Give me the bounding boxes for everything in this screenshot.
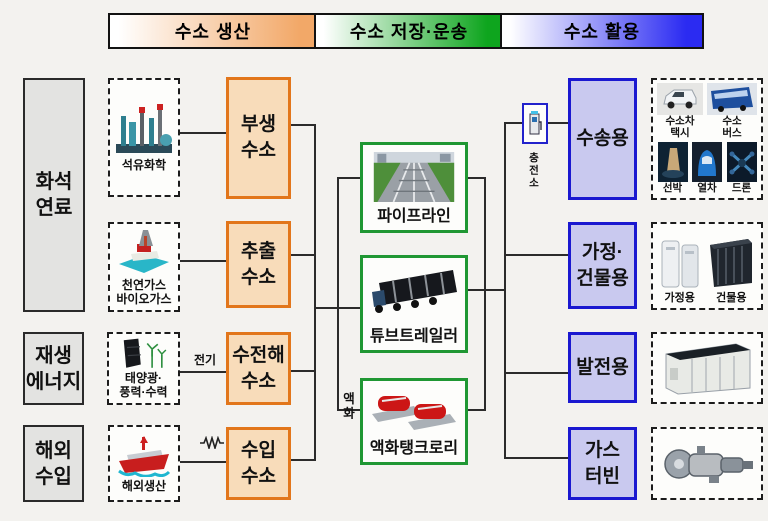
usage-power-generation: 발전용 [568, 332, 637, 403]
source-petrochemical: 석유화학 [108, 78, 180, 197]
vehicle-bus-label: 수소 버스 [722, 115, 742, 139]
utilization-bus-line [504, 122, 506, 459]
line-overseas-import [180, 461, 226, 463]
transport-wave-icon [200, 436, 224, 449]
line-extraction-bus [291, 254, 316, 256]
drone-image [726, 142, 757, 183]
gas-turbine-example-box [651, 427, 763, 500]
line-bus-pipeline [337, 177, 362, 179]
header-storage: 수소 저장·운송 [314, 13, 504, 49]
line-bus-home-building [504, 254, 568, 256]
fuel-dispenser-icon [529, 110, 542, 134]
source-natural-biogas-label: 천연가스 바이오가스 [116, 277, 172, 306]
vehicles-examples-box: 수소차 택시 수소 버스 [651, 78, 763, 200]
transport-tube-trailer-label: 튜브트레일러 [369, 328, 459, 345]
source-overseas-production: 해외생산 [108, 425, 180, 502]
production-imported-hydrogen: 수입 수소 [226, 427, 291, 500]
line-bus-gas-turbine [504, 457, 568, 459]
tank-lorry-image [372, 396, 456, 430]
building-fuel-cell: 건물용 [706, 233, 756, 304]
carrier-ship-image [118, 436, 171, 478]
source-natural-biogas: 천연가스 바이오가스 [108, 222, 180, 312]
building-fuel-cell-label: 건물용 [716, 291, 747, 304]
fuel-cell-examples-box: 가정용 건물용 [651, 222, 763, 310]
tube-trailer-image [372, 270, 457, 313]
home-fuel-cell: 가정용 [658, 233, 702, 304]
source-solar-wind-hydro-label: 태양광· 풍력·수력 [119, 371, 168, 400]
pipeline-image [373, 152, 455, 202]
gas-platform-image [119, 229, 169, 273]
line-tube-trailer-out [466, 289, 506, 291]
solar-wind-image [123, 338, 166, 368]
liquefaction-label: 액화 [340, 392, 355, 421]
hydrogen-bus-image [711, 87, 753, 113]
vehicle-ship: 선박 [657, 142, 688, 195]
vehicle-bus: 수소 버스 [707, 83, 757, 139]
ship-image [657, 142, 688, 183]
vehicle-drone: 드론 [726, 142, 757, 195]
line-pipeline-out [466, 177, 486, 179]
source-solar-wind-hydro: 태양광· 풍력·수력 [107, 332, 180, 405]
vehicle-car-taxi: 수소차 택시 [657, 83, 703, 139]
transport-tube-trailer: 튜브트레일러 [360, 255, 468, 353]
power-generation-example-box [651, 332, 763, 404]
gas-turbine-image [664, 445, 753, 483]
line-renewable-electrolysis [180, 371, 226, 373]
production-bus-line [314, 124, 316, 461]
transport-pipeline: 파이프라인 [360, 142, 468, 233]
line-electrolysis-bus [291, 370, 316, 372]
vehicle-car-taxi-label: 수소차 택시 [665, 115, 695, 139]
category-overseas-import: 해외 수입 [23, 425, 84, 502]
source-overseas-production-label: 해외생산 [121, 479, 167, 494]
charging-station-label: 충전소 [527, 152, 540, 190]
line-imported-bus [291, 459, 316, 461]
source-petrochemical-label: 석유화학 [121, 158, 167, 173]
header-utilization: 수소 활용 [500, 13, 704, 49]
transport-tank-lorry-label: 액화탱크로리 [369, 440, 459, 457]
vehicle-train: 열차 [692, 142, 722, 195]
line-petrochemical-byproduct [180, 132, 226, 134]
usage-transportation: 수송용 [568, 78, 637, 200]
home-fuel-cell-image [661, 240, 699, 288]
category-renewable-energy: 재생 에너지 [23, 332, 84, 405]
power-generation-unit-image [665, 343, 751, 395]
storage-left-bus-line [337, 177, 339, 411]
category-fossil-fuel: 화석 연료 [23, 78, 85, 312]
vehicle-drone-label: 드론 [731, 182, 752, 195]
home-fuel-cell-label: 가정용 [664, 291, 695, 304]
storage-right-bus-line [484, 177, 486, 411]
line-tank-lorry-out [466, 409, 486, 411]
transport-tank-lorry: 액화탱크로리 [360, 378, 468, 465]
production-extraction-hydrogen: 추출 수소 [226, 221, 291, 308]
usage-home-building: 가정· 건물용 [568, 222, 637, 309]
header-production: 수소 생산 [108, 13, 318, 49]
line-bus-power [504, 372, 568, 374]
vehicle-train-label: 열차 [697, 182, 717, 195]
building-fuel-cell-image [710, 238, 753, 287]
production-electrolysis-hydrogen: 수전해 수소 [226, 332, 291, 405]
petrochemical-plant-image [116, 104, 172, 154]
electricity-label: 전기 [193, 353, 217, 367]
line-bus-tank-lorry [337, 409, 362, 411]
charging-station-box [522, 103, 548, 144]
vehicle-ship-label: 선박 [662, 182, 683, 195]
line-gas-extraction [180, 260, 226, 262]
production-byproduct-hydrogen: 부생 수소 [226, 77, 291, 199]
hydrogen-van-image [663, 89, 697, 109]
usage-gas-turbine: 가스 터빈 [568, 427, 637, 500]
line-byproduct-bus [291, 124, 316, 126]
train-image [692, 142, 722, 183]
transport-pipeline-label: 파이프라인 [377, 208, 451, 225]
